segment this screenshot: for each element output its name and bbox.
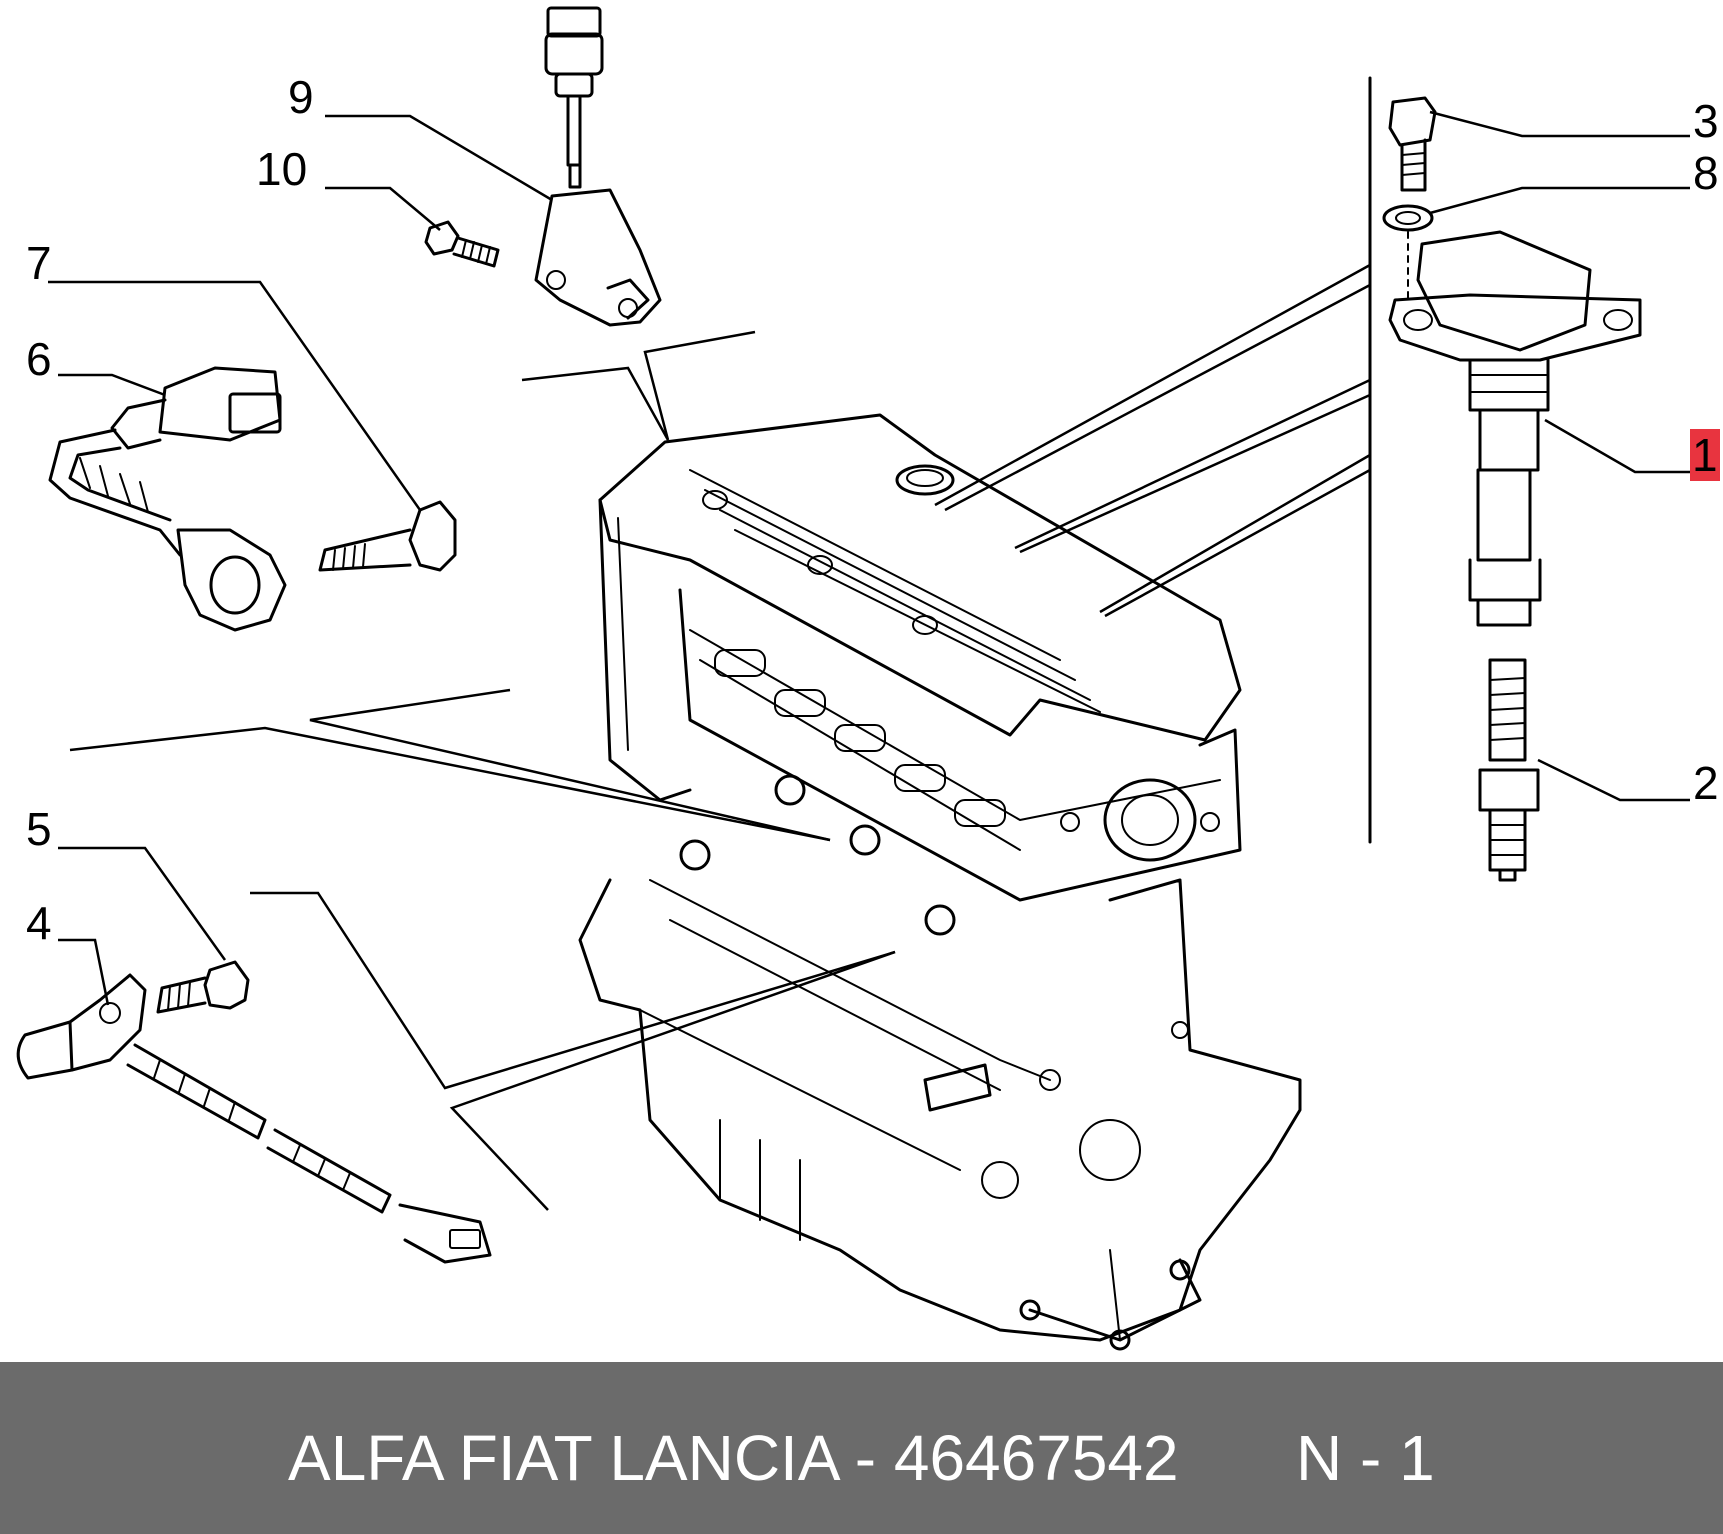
ignition-coil-assembly (1368, 76, 1642, 882)
crank-sensor-part (16, 973, 492, 1264)
engine-block (578, 413, 1302, 1351)
footer-bar (0, 1362, 1723, 1534)
callout-9: 9 (288, 71, 314, 123)
callout-5: 5 (26, 803, 52, 855)
exploded-parts-diagram (16, 6, 1690, 1351)
callout-10: 10 (256, 143, 308, 195)
bolt-part-7 (318, 500, 457, 572)
bolt-part-10 (424, 220, 500, 268)
knock-sensor-part (48, 366, 287, 632)
callout-1-highlight: 1 (1690, 429, 1720, 481)
callout-4: 4 (26, 897, 52, 949)
callout-6: 6 (26, 333, 52, 385)
callout-2: 2 (1693, 757, 1719, 809)
footer-code: N - 1 (1296, 1422, 1435, 1494)
bolt-part-5 (156, 960, 250, 1014)
cam-sensor-part (534, 6, 662, 327)
callout-8: 8 (1693, 147, 1719, 199)
leader-lines (48, 110, 1690, 1211)
callout-1: 1 (1690, 429, 1720, 481)
callout-7: 7 (26, 237, 52, 289)
footer-title: ALFA FIAT LANCIA - 46467542 (288, 1422, 1179, 1494)
callout-3: 3 (1693, 95, 1719, 147)
